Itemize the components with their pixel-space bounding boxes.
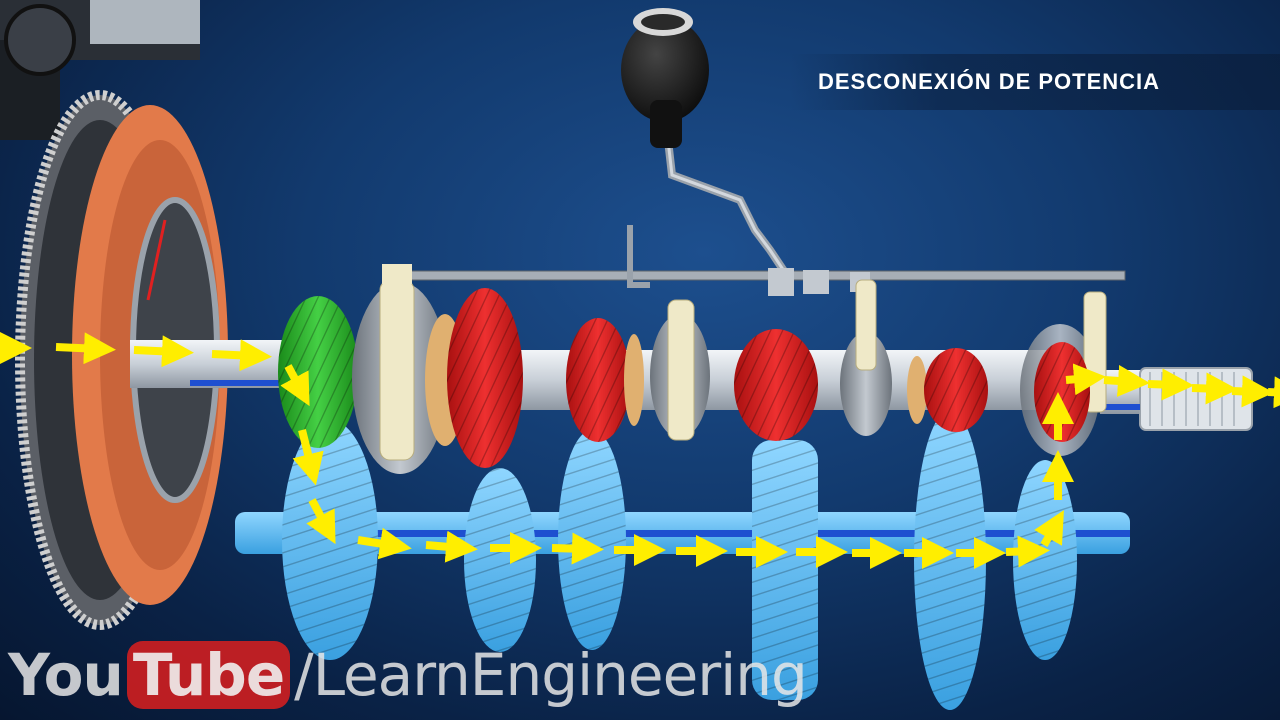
synchro-3 bbox=[840, 279, 892, 436]
gear-knob bbox=[621, 8, 709, 148]
main-gear-2 bbox=[566, 318, 644, 442]
watermark-you: You bbox=[8, 641, 124, 709]
counter-gear-5 bbox=[914, 410, 986, 710]
main-gear-1 bbox=[425, 288, 523, 468]
input-gear bbox=[278, 296, 358, 448]
power-flow-arrows bbox=[0, 332, 1280, 569]
gear-lever bbox=[664, 139, 794, 283]
synchro-1 bbox=[352, 264, 448, 474]
scene-title: DESCONEXIÓN DE POTENCIA bbox=[818, 69, 1161, 94]
counter-gear-4 bbox=[752, 440, 818, 700]
watermark-channel: /LearnEngineering bbox=[294, 641, 808, 709]
youtube-watermark: You Tube /LearnEngineering bbox=[8, 630, 808, 720]
synchro-2 bbox=[650, 299, 710, 441]
main-gear-3 bbox=[734, 329, 818, 441]
counter-gears bbox=[282, 410, 1077, 710]
watermark-tube: Tube bbox=[126, 641, 291, 709]
counter-gear-3 bbox=[558, 430, 626, 650]
counter-gear-2 bbox=[464, 468, 536, 652]
title-banner: DESCONEXIÓN DE POTENCIA bbox=[790, 54, 1280, 110]
counter-gear-6 bbox=[1013, 460, 1077, 660]
main-gear-4 bbox=[907, 348, 988, 432]
engine-housing bbox=[0, 0, 200, 140]
